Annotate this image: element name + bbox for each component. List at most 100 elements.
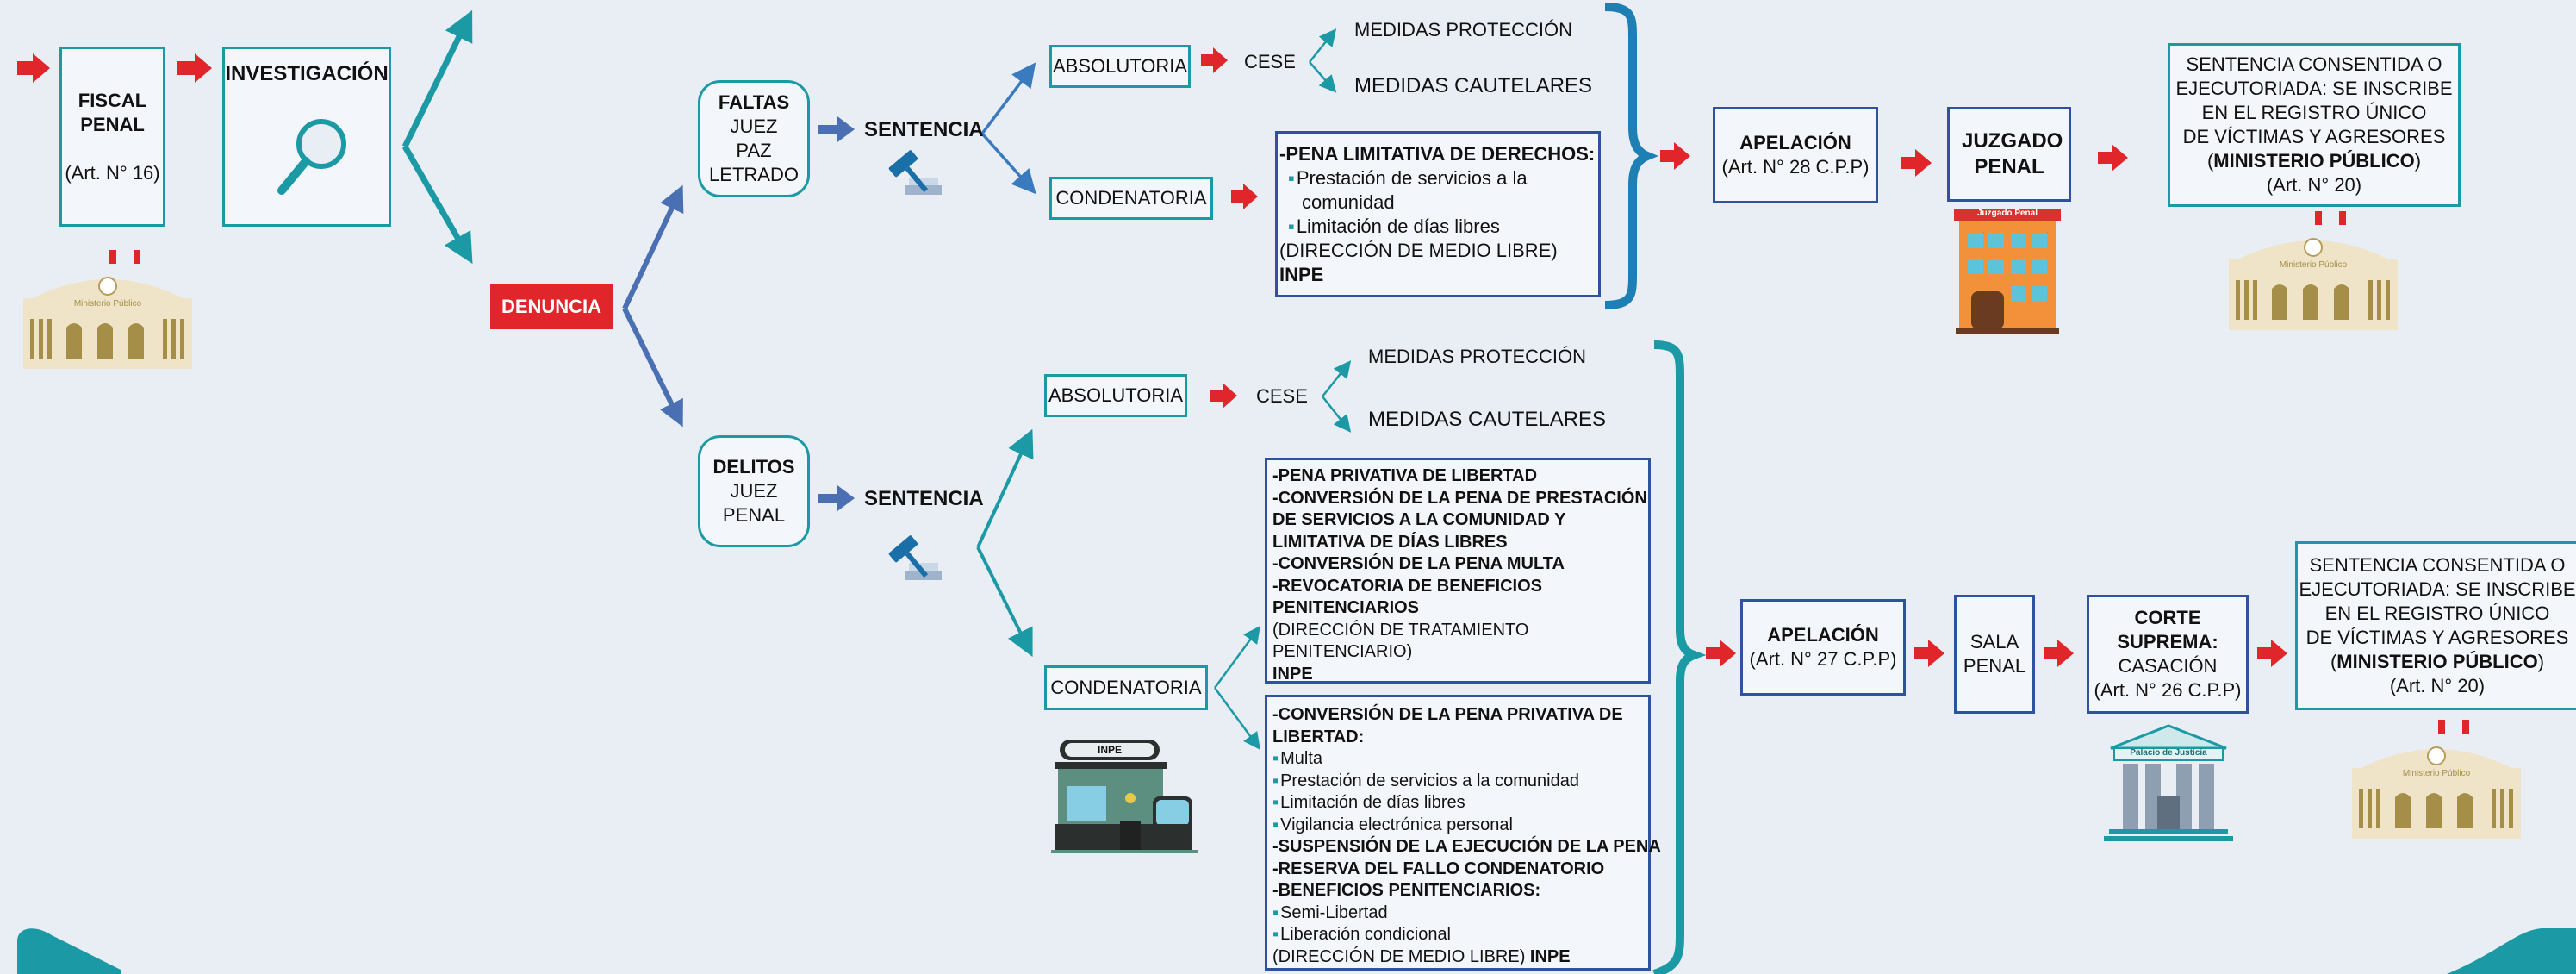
sala-penal-line-2: PENAL	[1963, 655, 2026, 677]
sc-top-line-4: DE VÍCTIMAS Y AGRESORES	[2182, 126, 2446, 147]
pena-limitativa-item-2: comunidad	[1302, 191, 1395, 213]
juzgado-penal-label: JUZGADO PENAL	[1962, 129, 2063, 178]
apelacion-top-box: APELACIÓN (Art. N° 28 C.P.P)	[1713, 107, 1878, 203]
corte-line-1: CASACIÓN	[2118, 655, 2218, 677]
condenatoria-bottom-label: CONDENATORIA	[1050, 677, 1202, 698]
pp-line-5: -CONVERSIÓN DE LA PENA MULTA	[1272, 554, 1565, 573]
bullet-icon	[1272, 793, 1280, 812]
sc-top-line-1: SENTENCIA CONSENTIDA O	[2186, 53, 2442, 75]
fiscal-penal-box: FISCAL PENAL (Art. N° 16)	[59, 47, 165, 227]
cv-bold-3: -BENEFICIOS PENITENCIARIOS:	[1272, 881, 1541, 900]
cv-item-5: Semi-Libertad	[1280, 902, 1388, 922]
fiscal-penal-title: FISCAL PENAL	[78, 89, 147, 135]
medidas-proteccion-top: MEDIDAS PROTECCIÓN	[1354, 19, 1573, 41]
juzgado-building-icon: Juzgado Penal	[1952, 207, 2063, 336]
inpe-building-icon: INPE	[1051, 738, 1198, 855]
denuncia-box: DENUNCIA	[490, 284, 613, 329]
bullet-icon	[1272, 903, 1280, 922]
investigacion-title: INVESTIGACIÓN	[225, 62, 389, 85]
condenatoria-top-box: CONDENATORIA	[1049, 177, 1213, 220]
sc-top-ref: (Art. N° 20)	[2266, 174, 2362, 196]
apelacion-top-title: APELACIÓN	[1739, 132, 1851, 153]
fiscal-penal-ref: (Art. N° 16)	[65, 161, 160, 184]
apelacion-bottom-title: APELACIÓN	[1767, 624, 1879, 646]
apelacion-top-ref: (Art. N° 28 C.P.P)	[1721, 156, 1870, 178]
sc-top-mp: MINISTERIO PÚBLICO	[2213, 150, 2415, 172]
cv-title-2: LIBERTAD:	[1272, 727, 1365, 746]
pena-limitativa-title: -PENA LIMITATIVA DE DERECHOS:	[1279, 143, 1596, 165]
medidas-cautelares-top: MEDIDAS CAUTELARES	[1354, 74, 1593, 97]
cv-bold-1: -SUSPENSIÓN DE LA EJECUCIÓN DE LA PENA	[1272, 837, 1661, 856]
delitos-box: DELITOS JUEZ PENAL	[698, 435, 810, 547]
cv-bold-2: -RESERVA DEL FALLO CONDENATORIO	[1272, 858, 1605, 878]
bullet-icon	[1272, 771, 1280, 790]
juzgado-sign: Juzgado Penal	[1976, 209, 2038, 218]
absolutoria-top-label: ABSOLUTORIA	[1052, 55, 1188, 77]
cese-bottom-label: CESE	[1256, 385, 1308, 407]
delitos-line-2: PENAL	[722, 504, 786, 526]
absolutoria-top-box: ABSOLUTORIA	[1049, 45, 1191, 88]
faltas-line-2: PAZ	[736, 140, 772, 161]
palacio-sign: Palacio de Justicia	[2130, 748, 2207, 758]
corte-line-2: (Art. N° 26 C.P.P)	[2094, 679, 2242, 701]
brace-top	[1604, 3, 1658, 309]
bullet-icon	[1272, 815, 1280, 834]
cv-inpe: INPE	[1529, 946, 1571, 966]
cv-item-3: Limitación de días libres	[1280, 793, 1465, 812]
pena-limitativa-direccion: (DIRECCIÓN DE MEDIO LIBRE)	[1279, 240, 1558, 261]
pena-limitativa-inpe: INPE	[1279, 264, 1324, 285]
sc-top-line-3: EN EL REGISTRO ÚNICO	[2201, 102, 2427, 123]
denuncia-label: DENUNCIA	[501, 296, 602, 317]
bullet-icon	[1272, 749, 1280, 768]
faltas-title: FALTAS	[718, 91, 790, 113]
gavel-icon	[888, 150, 942, 195]
sc-bottom-mp: MINISTERIO PÚBLICO	[2336, 651, 2538, 672]
absolutoria-bottom-label: ABSOLUTORIA	[1048, 384, 1184, 406]
sala-penal-box: SALA PENAL	[1954, 595, 2035, 714]
ministerio-publico-building-icon: Ministerio Público	[2350, 720, 2523, 840]
medidas-cautelares-bottom: MEDIDAS CAUTELARES	[1368, 408, 1607, 431]
pp-line-3: DE SERVICIOS A LA COMUNIDAD Y	[1272, 510, 1566, 529]
brace-bottom	[1652, 340, 1707, 974]
sentencia-consentida-top-box: SENTENCIA CONSENTIDA O EJECUTORIADA: SE …	[2168, 43, 2461, 207]
bullet-icon	[1288, 167, 1297, 189]
inpe-sign: INPE	[1097, 744, 1122, 756]
pp-direccion-1: (DIRECCIÓN DE TRATAMIENTO	[1272, 620, 1529, 640]
juzgado-penal-box: JUZGADO PENAL	[1947, 107, 2071, 202]
sc-bottom-line-2: EJECUTORIADA: SE INSCRIBE	[2299, 578, 2576, 600]
sc-bottom-line-1: SENTENCIA CONSENTIDA O	[2309, 554, 2566, 576]
pp-line-4: LIMITATIVA DE DÍAS LIBRES	[1272, 532, 1508, 552]
conversion-box: -CONVERSIÓN DE LA PENA PRIVATIVA DE LIBE…	[1265, 695, 1661, 971]
pp-line-6: -REVOCATORIA DE BENEFICIOS	[1272, 576, 1542, 596]
pena-limitativa-item-1: Prestación de servicios a la	[1296, 167, 1528, 189]
apelacion-bottom-box: APELACIÓN (Art. N° 27 C.P.P)	[1740, 599, 1906, 696]
sc-bottom-ref: (Art. N° 20)	[2389, 675, 2486, 696]
investigacion-box: INVESTIGACIÓN	[222, 47, 391, 227]
pena-limitativa-item-3: Limitación de días libres	[1296, 215, 1500, 237]
pp-direccion-2: PENITENCIARIO)	[1272, 642, 1413, 661]
bullet-icon	[1288, 215, 1297, 237]
pp-line-7: PENITENCIARIOS	[1272, 598, 1420, 617]
ministerio-publico-building-icon: Ministerio Público	[22, 250, 194, 371]
sentencia-bottom-label: SENTENCIA	[864, 487, 984, 510]
cv-item-2: Prestación de servicios a la comunidad	[1280, 771, 1579, 790]
pp-line-2: -CONVERSIÓN DE LA PENA DE PRESTACIÓN	[1272, 488, 1647, 508]
apelacion-bottom-ref: (Art. N° 27 C.P.P)	[1749, 648, 1897, 670]
delitos-line-1: JUEZ	[730, 480, 778, 502]
sc-bottom-line-3: EN EL REGISTRO ÚNICO	[2324, 603, 2550, 624]
sentencia-top-label: SENTENCIA	[864, 118, 984, 141]
faltas-line-3: LETRADO	[709, 164, 799, 185]
cv-item-1: Multa	[1280, 749, 1322, 768]
gavel-icon	[888, 535, 942, 580]
cese-top-label: CESE	[1244, 51, 1296, 72]
cv-footer: (DIRECCIÓN DE MEDIO LIBRE)	[1272, 946, 1526, 966]
cv-item-6: Liberación condicional	[1280, 925, 1452, 944]
cv-title-1: -CONVERSIÓN DE LA PENA PRIVATIVA DE	[1272, 705, 1623, 724]
pena-limitativa-box: -PENA LIMITATIVA DE DERECHOS: Prestación…	[1275, 131, 1601, 297]
corte-suprema-box: CORTE SUPREMA: CASACIÓN (Art. N° 26 C.P.…	[2087, 595, 2249, 714]
cv-item-4: Vigilancia electrónica personal	[1280, 815, 1513, 834]
corte-title-1: CORTE	[2134, 607, 2201, 628]
medidas-proteccion-bottom: MEDIDAS PROTECCIÓN	[1368, 346, 1587, 367]
pena-privativa-box: -PENA PRIVATIVA DE LIBERTAD -CONVERSIÓN …	[1265, 458, 1651, 684]
